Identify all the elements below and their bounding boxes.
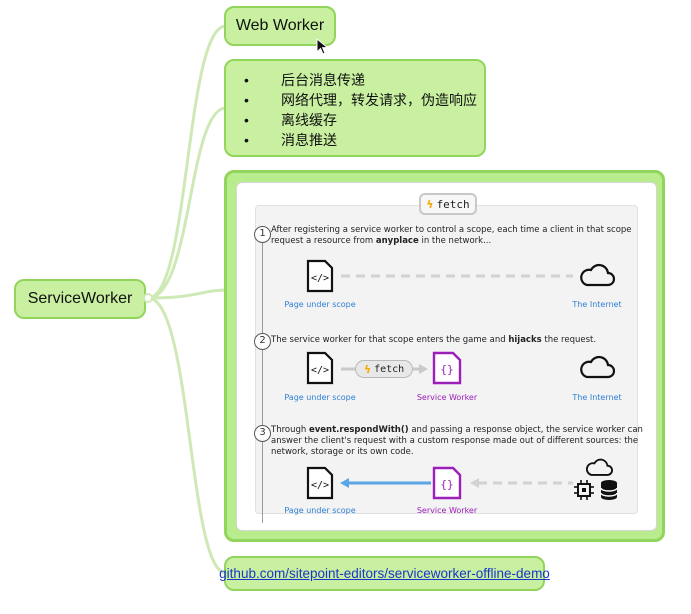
root-node[interactable]: ServiceWorker bbox=[14, 279, 146, 319]
lightning-bolt-icon: ϟ bbox=[363, 362, 372, 376]
step-3-text-bold: event.respondWith() bbox=[308, 425, 409, 435]
svg-text:{}: {} bbox=[440, 363, 453, 376]
service-worker-caption: Service Worker bbox=[416, 393, 478, 402]
sources-dashed-arrow bbox=[470, 478, 573, 488]
braces-document-icon: {} bbox=[432, 351, 462, 385]
feature-item: • 消息推送 bbox=[236, 130, 474, 150]
page-caption: Page under scope bbox=[284, 393, 356, 402]
response-arrow bbox=[340, 478, 431, 488]
step-1-text-bold: anyplace bbox=[375, 236, 419, 246]
step-1-text-after: in the network... bbox=[418, 236, 492, 246]
internet-caption: The Internet bbox=[572, 300, 622, 309]
document-code-icon: </> bbox=[306, 351, 334, 385]
step-2-text-before: The service worker for that scope enters… bbox=[271, 335, 509, 345]
document-code-icon: </> bbox=[306, 259, 334, 293]
fetch-diagram: ϟ fetch 1 After registering a service wo… bbox=[236, 182, 657, 531]
cloud-icon bbox=[580, 355, 615, 379]
step-connector bbox=[262, 349, 263, 425]
step-connector bbox=[262, 243, 263, 333]
step-1-text: After registering a service worker to co… bbox=[271, 225, 647, 247]
svg-text:</>: </> bbox=[311, 273, 329, 284]
bullet-icon: • bbox=[244, 112, 249, 128]
internet-caption: The Internet bbox=[572, 393, 622, 402]
step-3-text-after: and passing a response object, the servi… bbox=[271, 425, 643, 457]
features-node[interactable]: • 后台消息传递 • 网络代理，转发请求，伪造响应 • 离线缓存 • 消息推送 bbox=[224, 59, 486, 157]
feature-item-label: 消息推送 bbox=[281, 132, 337, 148]
step-2-text-after: the request. bbox=[541, 335, 597, 345]
feature-item: • 后台消息传递 bbox=[236, 70, 474, 90]
step-3-number: 3 bbox=[254, 425, 271, 442]
cloud-icon bbox=[580, 263, 615, 287]
cloud-icon bbox=[585, 458, 613, 476]
bullet-icon: • bbox=[244, 72, 249, 88]
svg-text:{}: {} bbox=[440, 478, 453, 491]
feature-item-label: 网络代理，转发请求，伪造响应 bbox=[281, 92, 477, 108]
cpu-chip-icon bbox=[574, 480, 594, 500]
collapse-toggle[interactable] bbox=[143, 293, 153, 303]
fetch-tab-label: fetch bbox=[436, 197, 470, 211]
image-node[interactable]: ϟ fetch 1 After registering a service wo… bbox=[224, 170, 665, 542]
web-worker-label: Web Worker bbox=[235, 17, 325, 34]
feature-item: • 离线缓存 bbox=[236, 110, 474, 130]
page-caption: Page under scope bbox=[284, 506, 356, 515]
fetch-request-pill: ϟ fetch bbox=[355, 360, 413, 378]
features-list: • 后台消息传递 • 网络代理，转发请求，伪造响应 • 离线缓存 • 消息推送 bbox=[236, 70, 477, 150]
step-2-text: The service worker for that scope enters… bbox=[271, 335, 647, 346]
document-code-icon: </> bbox=[306, 466, 334, 500]
fetch-request-label: fetch bbox=[374, 363, 405, 375]
github-link-node[interactable]: github.com/sitepoint-editors/servicework… bbox=[219, 556, 550, 591]
request-dashed-line bbox=[341, 274, 573, 278]
root-node-label: ServiceWorker bbox=[27, 290, 133, 307]
step-1-number: 1 bbox=[254, 226, 271, 243]
step-1-text-before: After registering a service worker to co… bbox=[271, 225, 632, 246]
lightning-bolt-icon: ϟ bbox=[426, 197, 434, 211]
svg-text:</>: </> bbox=[311, 480, 329, 491]
fetch-tab: ϟ fetch bbox=[419, 193, 477, 215]
step-3-text-before: Through bbox=[271, 425, 309, 435]
service-worker-caption: Service Worker bbox=[416, 506, 478, 515]
github-repo-link[interactable]: github.com/sitepoint-editors/servicework… bbox=[219, 566, 550, 581]
feature-item: • 网络代理，转发请求，伪造响应 bbox=[236, 90, 477, 110]
step-connector bbox=[262, 441, 263, 523]
mouse-pointer-icon bbox=[316, 38, 329, 55]
step-3-text: Through event.respondWith() and passing … bbox=[271, 425, 647, 458]
bullet-icon: • bbox=[244, 132, 249, 148]
feature-item-label: 离线缓存 bbox=[281, 112, 337, 128]
bullet-icon: • bbox=[244, 92, 249, 108]
page-caption: Page under scope bbox=[284, 300, 356, 309]
feature-item-label: 后台消息传递 bbox=[281, 72, 365, 88]
svg-text:</>: </> bbox=[311, 365, 329, 376]
web-worker-node[interactable]: Web Worker bbox=[224, 6, 336, 46]
database-icon bbox=[600, 480, 618, 500]
step-2-number: 2 bbox=[254, 333, 271, 350]
step-2-text-bold: hijacks bbox=[508, 335, 542, 345]
braces-document-icon: {} bbox=[432, 466, 462, 500]
